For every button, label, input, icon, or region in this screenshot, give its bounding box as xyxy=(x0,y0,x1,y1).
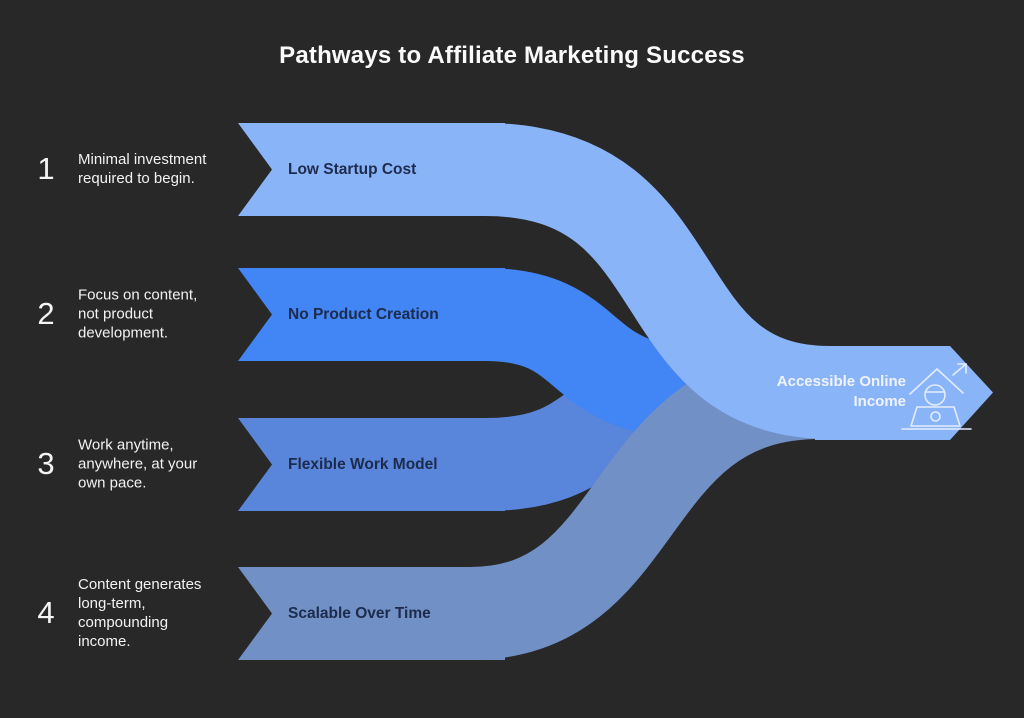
item-2-number: 2 xyxy=(37,296,55,331)
item-1-description: Minimal investment required to begin. xyxy=(78,150,207,187)
ribbon-low-startup-cost xyxy=(238,123,993,440)
item-4-number: 4 xyxy=(37,595,55,630)
item-3-ribbon-label: Flexible Work Model xyxy=(288,455,438,473)
item-1-ribbon-label: Low Startup Cost xyxy=(288,160,417,178)
item-1-number: 1 xyxy=(37,151,55,186)
result-label: Accessible Online Income xyxy=(776,373,906,410)
output-arrow-band xyxy=(815,346,993,440)
item-2-description: Focus on content, not product developmen… xyxy=(78,286,198,342)
item-3-description: Work anytime, anywhere, at your own pace… xyxy=(78,436,198,492)
page-title: Pathways to Affiliate Marketing Success xyxy=(279,42,745,69)
ribbon-no-product-creation xyxy=(238,268,900,439)
work-from-home-icon xyxy=(901,363,972,430)
item-3-number: 3 xyxy=(37,446,55,481)
item-4-description: Content generates long-term, compounding… xyxy=(78,575,202,651)
item-2-ribbon-label: No Product Creation xyxy=(288,305,439,323)
item-4-ribbon-label: Scalable Over Time xyxy=(288,604,431,622)
